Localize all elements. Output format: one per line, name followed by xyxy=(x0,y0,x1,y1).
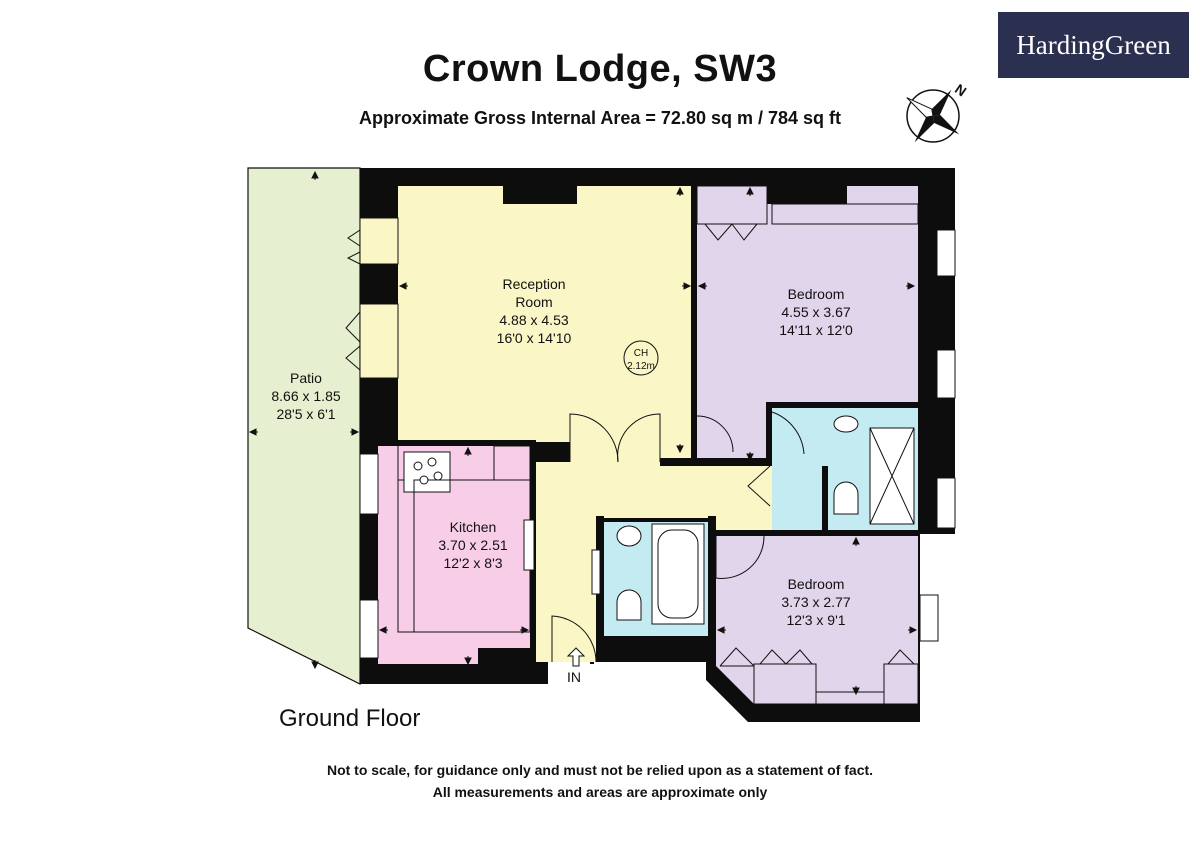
patio-metric: 8.66 x 1.85 xyxy=(271,388,340,404)
bedroom-2-area xyxy=(716,536,918,704)
kitchen-metric: 3.70 x 2.51 xyxy=(438,537,507,553)
bedroom-2-name: Bedroom xyxy=(788,576,845,592)
reception-name-line2: Room xyxy=(515,294,552,310)
hob-icon xyxy=(413,457,443,485)
kitchen-name: Kitchen xyxy=(450,519,497,535)
bedroom-1-metric: 4.55 x 3.67 xyxy=(781,304,850,320)
bedroom-1-imperial: 14'11 x 12'0 xyxy=(779,322,853,338)
compass-icon: N xyxy=(906,81,969,143)
patio-name: Patio xyxy=(290,370,322,386)
ceiling-label: CH xyxy=(634,348,648,359)
entrance-arrow-icon xyxy=(566,647,586,667)
reception-imperial: 16'0 x 14'10 xyxy=(497,330,572,346)
disclaimer-line-2: All measurements and areas are approxima… xyxy=(432,784,768,800)
hallway-area xyxy=(536,442,822,662)
hall-double-door xyxy=(569,413,661,463)
disclaimer-line-1: Not to scale, for guidance only and must… xyxy=(326,762,874,778)
compass-north-label: N xyxy=(952,81,969,100)
patio-doors xyxy=(345,217,399,379)
bedroom-2-metric: 3.73 x 2.77 xyxy=(781,594,850,610)
reception-room-area xyxy=(398,186,691,442)
dimension-arrows xyxy=(248,170,918,696)
kitchen-imperial: 12'2 x 8'3 xyxy=(443,555,502,571)
windows xyxy=(359,229,956,659)
gross-area: Approximate Gross Internal Area = 72.80 … xyxy=(358,108,842,128)
patio-area xyxy=(247,167,361,685)
floor-label: Ground Floor xyxy=(279,705,421,732)
kitchen-area xyxy=(378,446,530,664)
plan-title: Crown Lodge, SW3 xyxy=(422,48,778,90)
patio-imperial: 28'5 x 6'1 xyxy=(276,406,335,422)
brand-logo: HardingGreen xyxy=(998,12,1189,78)
bedroom-1-name: Bedroom xyxy=(788,286,845,302)
reception-metric: 4.88 x 4.53 xyxy=(499,312,568,328)
entrance-label: IN xyxy=(567,669,581,685)
ceiling-height: 2.12m xyxy=(627,361,655,372)
bedroom-2-imperial: 12'3 x 9'1 xyxy=(786,612,845,628)
reception-name-line1: Reception xyxy=(502,276,565,292)
bedroom-1-area xyxy=(697,186,918,458)
